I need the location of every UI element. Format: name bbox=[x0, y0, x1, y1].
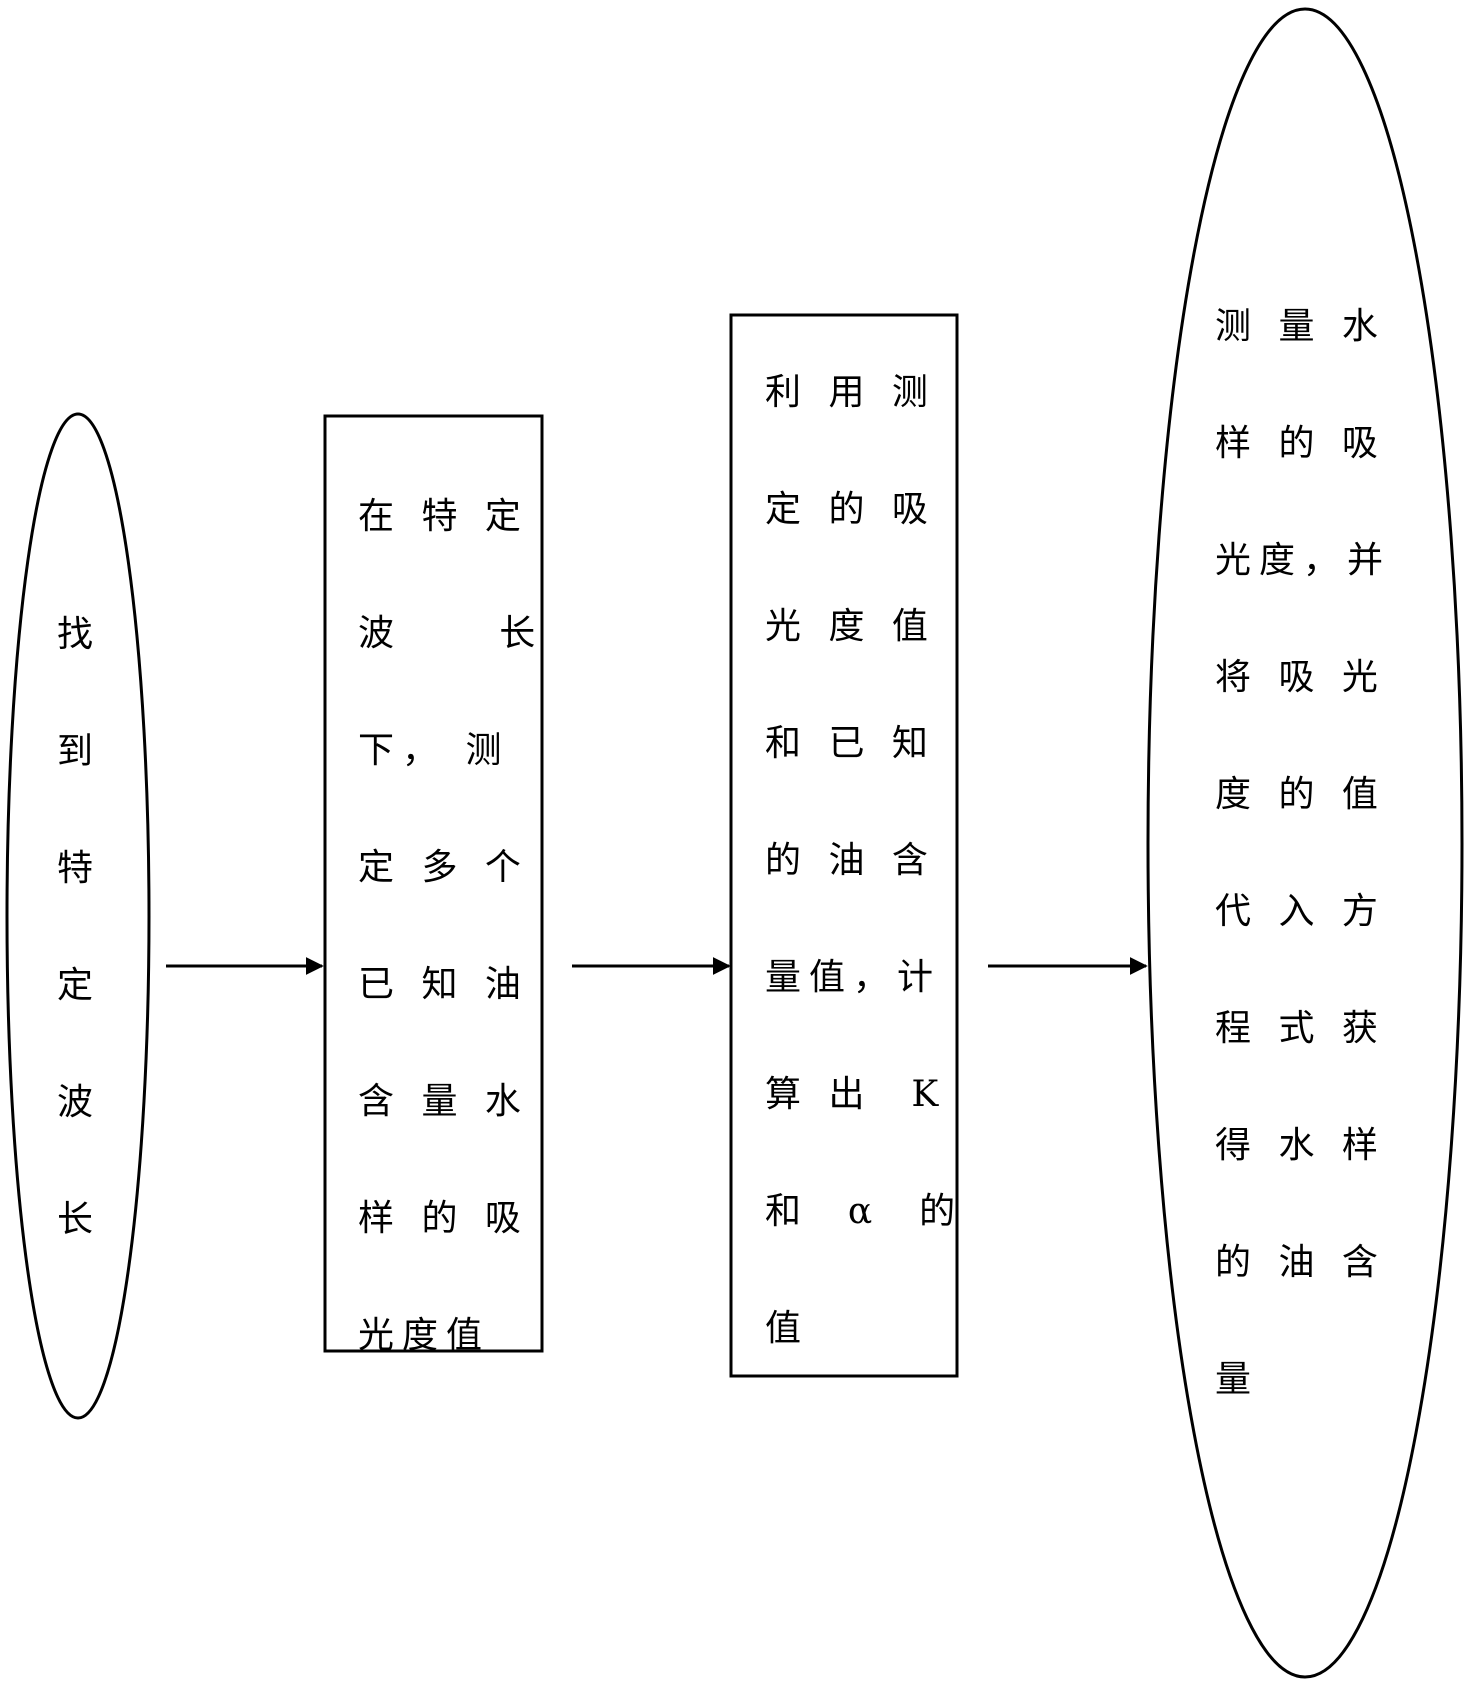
step3-line: 定 的 吸 bbox=[765, 489, 936, 530]
step2-label: 在 特 定 波 长 下， 测 定 多 个 已 知 油 含 量 水 样 的 吸 光… bbox=[358, 458, 544, 1394]
step4-line: 光度，并 bbox=[1215, 540, 1392, 581]
step4-line: 将 吸 光 bbox=[1215, 657, 1386, 698]
step3-line: 的 油 含 bbox=[765, 840, 936, 881]
step4-line: 度 的 值 bbox=[1215, 774, 1386, 815]
step1-line: 定 bbox=[56, 965, 93, 1006]
step2-box bbox=[323, 414, 544, 1353]
step2-line: 定 多 个 bbox=[358, 847, 529, 888]
step3-line: 算 出 K bbox=[765, 1074, 947, 1115]
step2-line: 光度值 bbox=[358, 1315, 491, 1356]
step2-line: 在 特 定 bbox=[358, 496, 529, 537]
step1-line: 到 bbox=[56, 731, 93, 772]
step3-line: 量值，计 bbox=[765, 957, 942, 998]
step2-line: 下， 测 bbox=[358, 730, 510, 771]
step4-line: 得 水 样 bbox=[1215, 1125, 1386, 1166]
step3-label: 利 用 测 定 的 吸 光 度 值 和 已 知 的 油 含 量值，计 算 出 K… bbox=[765, 334, 964, 1387]
step3-line: 光 度 值 bbox=[765, 606, 936, 647]
step1-ellipse bbox=[5, 412, 151, 1420]
step2-line: 样 的 吸 bbox=[358, 1198, 529, 1239]
step4-line: 代 入 方 bbox=[1215, 891, 1386, 932]
step1-line: 波 bbox=[56, 1082, 93, 1123]
step4-line: 样 的 吸 bbox=[1215, 423, 1386, 464]
step4-ellipse bbox=[1146, 7, 1464, 1679]
step4-line: 程 式 获 bbox=[1215, 1008, 1386, 1049]
step4-label: 测 量 水 样 的 吸 光度，并 将 吸 光 度 的 值 代 入 方 程 式 获… bbox=[1215, 268, 1395, 1438]
step1-line: 长 bbox=[56, 1199, 93, 1240]
step3-line: 和 已 知 bbox=[765, 723, 936, 764]
step1-label: 找 到 特 定 波 长 bbox=[50, 576, 100, 1278]
step2-line: 已 知 油 bbox=[358, 964, 529, 1005]
step3-box bbox=[729, 313, 959, 1378]
step4-line: 量 bbox=[1215, 1359, 1260, 1400]
step4-line: 的 油 含 bbox=[1215, 1242, 1386, 1283]
step3-line: 利 用 测 bbox=[765, 372, 936, 413]
step4-line: 测 量 水 bbox=[1215, 306, 1386, 347]
step2-line: 波 长 bbox=[358, 613, 544, 654]
step1-line: 特 bbox=[56, 848, 93, 889]
step3-line: 值 bbox=[765, 1308, 810, 1349]
step2-line: 含 量 水 bbox=[358, 1081, 529, 1122]
step3-line: 和 α 的 bbox=[765, 1191, 964, 1232]
step1-line: 找 bbox=[56, 614, 93, 655]
